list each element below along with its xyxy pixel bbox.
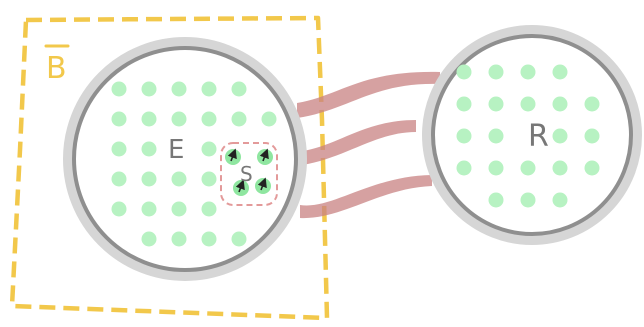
arrow-up-icon: [235, 179, 245, 193]
field-region-boundary: [9, 15, 330, 321]
particle: [201, 81, 217, 97]
subsystem: S: [220, 142, 278, 206]
reservoir-vessel-wall-inner: [431, 34, 633, 236]
particle: [456, 96, 472, 112]
particle: [201, 201, 217, 217]
particle: [520, 64, 536, 80]
particle: [171, 171, 187, 187]
particle: [552, 128, 568, 144]
particle: [111, 201, 127, 217]
particle: [552, 192, 568, 208]
particle: [141, 201, 157, 217]
coupling-band-bottom: [300, 175, 432, 219]
particle: [488, 96, 504, 112]
field-label: B: [46, 51, 67, 86]
particle: [231, 111, 247, 127]
subsystem-boundary: [220, 142, 278, 206]
arrow-up-icon: [227, 148, 237, 162]
particle: [141, 111, 157, 127]
particle: [488, 160, 504, 176]
particle: [520, 96, 536, 112]
system-vessel-wall-outer: [63, 37, 307, 281]
particle: [201, 141, 217, 157]
particle: [201, 111, 217, 127]
particle: [111, 171, 127, 187]
particle: [111, 81, 127, 97]
reservoir-vessel: R: [422, 25, 642, 245]
particle: [141, 81, 157, 97]
particle: [520, 192, 536, 208]
particle: [584, 128, 600, 144]
particle: [141, 141, 157, 157]
field-label-group: B: [44, 44, 70, 86]
system-label: E: [168, 135, 184, 165]
particle: [171, 231, 187, 247]
particle: [552, 64, 568, 80]
particle: [171, 81, 187, 97]
subsystem-label: S: [240, 162, 253, 186]
arrow-up-icon: [259, 148, 269, 162]
coupling-band-top: [297, 71, 440, 118]
particle: [456, 64, 472, 80]
particle: [201, 231, 217, 247]
particle: [201, 171, 217, 187]
particle: [141, 231, 157, 247]
system-vessel-wall-inner: [72, 46, 298, 272]
coupling-bands: [296, 71, 440, 219]
particle: [552, 96, 568, 112]
particle: [231, 231, 247, 247]
system-particles: [111, 81, 277, 247]
particle: [171, 111, 187, 127]
arrow-up-icon: [257, 177, 267, 191]
reservoir-particles: [456, 64, 600, 208]
particle: [456, 160, 472, 176]
reservoir-label: R: [528, 119, 549, 154]
coupling-band-middle: [296, 120, 416, 166]
particle: [111, 141, 127, 157]
particle: [488, 128, 504, 144]
particle: [488, 192, 504, 208]
particle: [111, 111, 127, 127]
particle: [456, 128, 472, 144]
subsystem-particles: [225, 148, 273, 196]
particle: [584, 96, 600, 112]
particle: [552, 160, 568, 176]
particle: [141, 171, 157, 187]
particle: [231, 81, 247, 97]
system-vessel: E: [63, 37, 307, 281]
reservoir-vessel-wall-outer: [422, 25, 642, 245]
particle: [261, 111, 277, 127]
particle: [520, 160, 536, 176]
particle: [488, 64, 504, 80]
particle: [171, 201, 187, 217]
particle: [584, 160, 600, 176]
